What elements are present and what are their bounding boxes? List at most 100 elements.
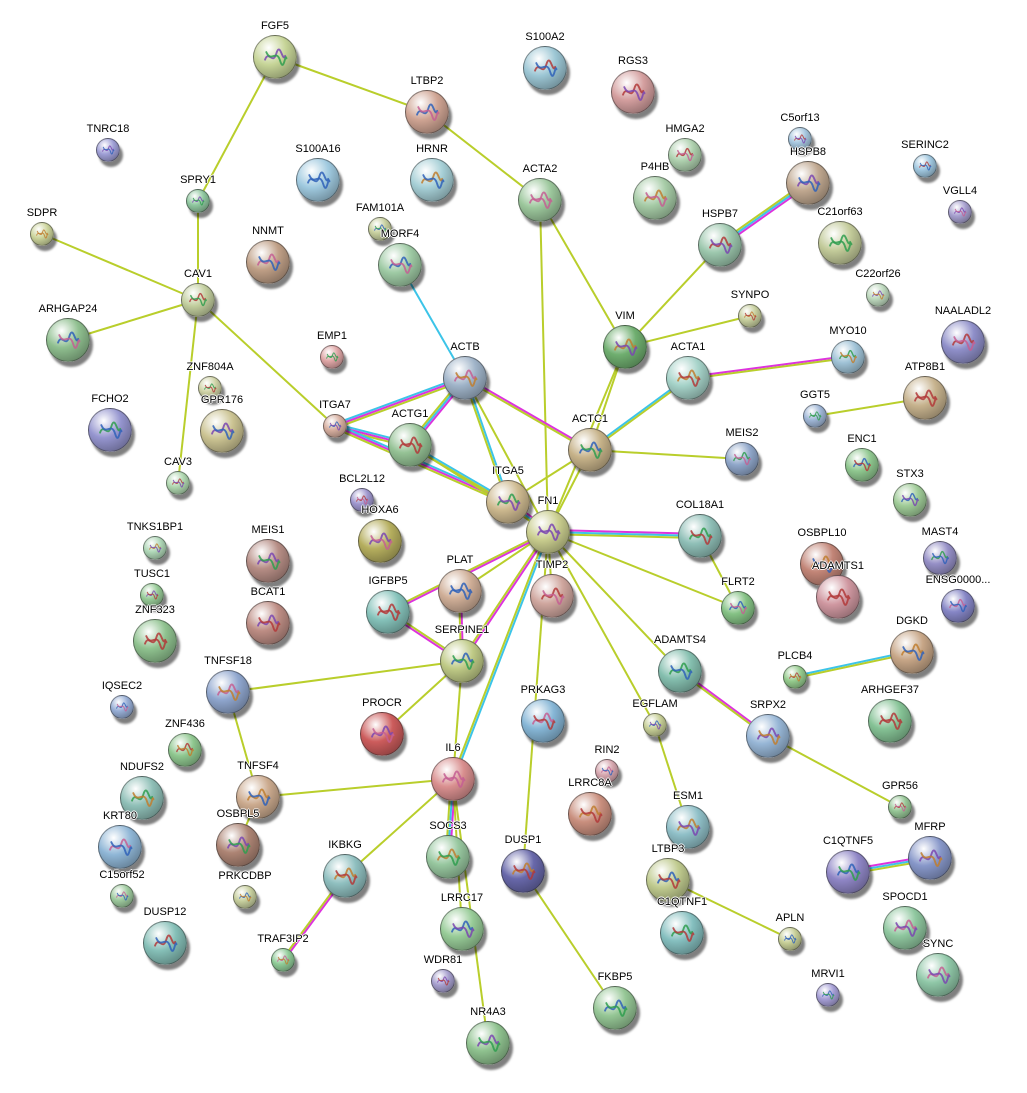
interaction-edge[interactable]: [464, 377, 549, 533]
protein-node[interactable]: [216, 823, 260, 867]
protein-node[interactable]: [253, 35, 297, 79]
protein-node[interactable]: [678, 514, 722, 558]
protein-node[interactable]: [526, 510, 570, 554]
protein-node[interactable]: [296, 158, 340, 202]
protein-node[interactable]: [913, 154, 937, 178]
protein-node[interactable]: [166, 471, 190, 495]
interaction-edge[interactable]: [227, 660, 463, 693]
interaction-edge[interactable]: [197, 299, 336, 427]
protein-node[interactable]: [611, 70, 655, 114]
protein-node[interactable]: [110, 884, 134, 908]
protein-node[interactable]: [246, 539, 290, 583]
protein-node[interactable]: [818, 221, 862, 265]
interaction-edge[interactable]: [177, 299, 199, 484]
protein-node[interactable]: [186, 189, 210, 213]
protein-node[interactable]: [890, 630, 934, 674]
protein-node[interactable]: [941, 320, 985, 364]
protein-node[interactable]: [523, 46, 567, 90]
protein-node[interactable]: [746, 714, 790, 758]
protein-node[interactable]: [826, 850, 870, 894]
protein-node[interactable]: [868, 699, 912, 743]
protein-node[interactable]: [140, 583, 164, 607]
interaction-edge[interactable]: [451, 531, 550, 780]
protein-node[interactable]: [443, 356, 487, 400]
interaction-edge[interactable]: [539, 199, 626, 348]
protein-node[interactable]: [438, 569, 482, 613]
protein-node[interactable]: [831, 340, 865, 374]
interaction-edge[interactable]: [274, 56, 428, 113]
protein-node[interactable]: [110, 695, 134, 719]
protein-node[interactable]: [866, 283, 890, 307]
protein-node[interactable]: [816, 575, 860, 619]
protein-node[interactable]: [133, 619, 177, 663]
protein-node[interactable]: [916, 953, 960, 997]
protein-node[interactable]: [440, 639, 484, 683]
protein-node[interactable]: [666, 805, 710, 849]
protein-node[interactable]: [658, 649, 702, 693]
protein-node[interactable]: [521, 699, 565, 743]
protein-node[interactable]: [246, 601, 290, 645]
protein-node[interactable]: [643, 713, 667, 737]
protein-node[interactable]: [888, 795, 912, 819]
protein-node[interactable]: [233, 885, 257, 909]
protein-node[interactable]: [668, 138, 702, 172]
interaction-edge[interactable]: [426, 111, 541, 201]
protein-node[interactable]: [198, 376, 222, 400]
protein-node[interactable]: [46, 318, 90, 362]
protein-node[interactable]: [200, 409, 244, 453]
protein-node[interactable]: [908, 836, 952, 880]
interaction-edge[interactable]: [333, 375, 467, 429]
protein-node[interactable]: [783, 665, 807, 689]
protein-node[interactable]: [30, 222, 54, 246]
protein-node[interactable]: [501, 849, 545, 893]
protein-node[interactable]: [603, 325, 647, 369]
interaction-edge[interactable]: [547, 528, 701, 540]
protein-node[interactable]: [320, 345, 344, 369]
protein-node[interactable]: [530, 574, 574, 618]
protein-node[interactable]: [236, 775, 280, 819]
interaction-edge[interactable]: [344, 778, 454, 877]
protein-node[interactable]: [168, 733, 202, 767]
protein-node[interactable]: [816, 983, 840, 1007]
protein-node[interactable]: [350, 488, 374, 512]
interaction-edge[interactable]: [197, 56, 276, 202]
interaction-edge[interactable]: [464, 376, 591, 452]
protein-node[interactable]: [466, 1021, 510, 1065]
protein-node[interactable]: [595, 759, 619, 783]
protein-node[interactable]: [388, 423, 432, 467]
interaction-edge[interactable]: [687, 355, 849, 380]
interaction-edge[interactable]: [624, 244, 721, 348]
protein-node[interactable]: [323, 414, 347, 438]
protein-node[interactable]: [366, 590, 410, 634]
interaction-edge[interactable]: [67, 299, 199, 341]
interaction-edge[interactable]: [767, 735, 901, 808]
protein-node[interactable]: [633, 176, 677, 220]
protein-node[interactable]: [721, 591, 755, 625]
protein-node[interactable]: [271, 948, 295, 972]
protein-node[interactable]: [786, 161, 830, 205]
protein-node[interactable]: [410, 158, 454, 202]
protein-node[interactable]: [660, 911, 704, 955]
protein-node[interactable]: [893, 483, 927, 517]
protein-node[interactable]: [368, 217, 392, 241]
protein-node[interactable]: [903, 376, 947, 420]
protein-node[interactable]: [88, 408, 132, 452]
protein-node[interactable]: [486, 480, 530, 524]
interaction-edge[interactable]: [522, 870, 616, 1009]
protein-node[interactable]: [941, 589, 975, 623]
protein-node[interactable]: [360, 712, 404, 756]
interaction-edge[interactable]: [667, 879, 791, 940]
protein-node[interactable]: [923, 541, 957, 575]
protein-node[interactable]: [96, 138, 120, 162]
protein-node[interactable]: [358, 519, 402, 563]
protein-node[interactable]: [518, 178, 562, 222]
protein-node[interactable]: [593, 986, 637, 1030]
protein-node[interactable]: [378, 243, 422, 287]
protein-node[interactable]: [738, 304, 762, 328]
protein-node[interactable]: [426, 835, 470, 879]
interaction-edge[interactable]: [41, 233, 199, 301]
protein-node[interactable]: [568, 792, 612, 836]
protein-node[interactable]: [883, 906, 927, 950]
protein-node[interactable]: [788, 127, 812, 151]
protein-node[interactable]: [845, 448, 879, 482]
